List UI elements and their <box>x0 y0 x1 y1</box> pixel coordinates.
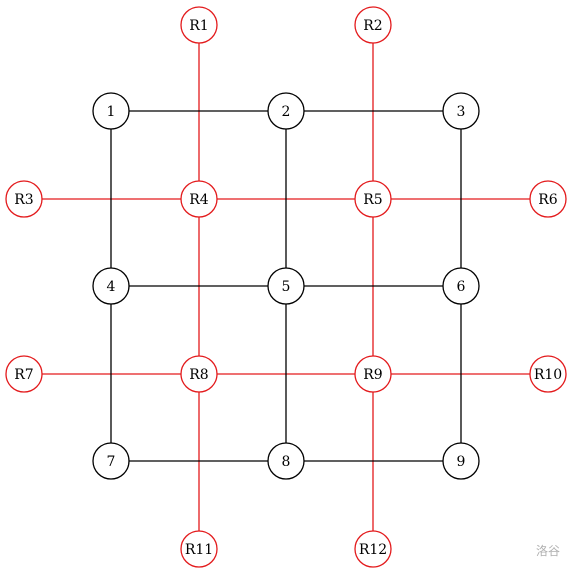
red-node-label: R8 <box>189 367 208 383</box>
black-node-circle <box>92 92 130 130</box>
black-node-circle <box>92 267 130 305</box>
red-node-circle <box>354 180 392 218</box>
black-node-circle <box>267 92 305 130</box>
black-node-1: 1 <box>92 92 130 130</box>
black-node-label: 8 <box>282 454 291 470</box>
red-node-R9: R9 <box>354 355 392 393</box>
red-node-circle <box>354 355 392 393</box>
black-node-circle <box>442 267 480 305</box>
black-node-3: 3 <box>442 92 480 130</box>
black-node-label: 7 <box>107 454 116 470</box>
red-node-label: R9 <box>363 367 382 383</box>
black-node-circle <box>267 442 305 480</box>
edges-layer <box>24 25 548 549</box>
black-node-circle <box>442 92 480 130</box>
red-node-R8: R8 <box>180 355 218 393</box>
red-node-circle <box>180 180 218 218</box>
red-node-label: R6 <box>538 192 558 208</box>
red-node-label: R10 <box>534 367 562 383</box>
black-node-2: 2 <box>267 92 305 130</box>
red-node-circle <box>180 530 218 568</box>
red-node-label: R1 <box>189 18 208 34</box>
black-node-7: 7 <box>92 442 130 480</box>
red-node-R6: R6 <box>529 180 567 218</box>
watermark-text: 洛谷 <box>535 544 560 558</box>
red-node-label: R2 <box>363 18 382 34</box>
black-node-label: 3 <box>457 104 466 120</box>
black-node-label: 9 <box>457 454 466 470</box>
red-node-R10: R10 <box>529 355 567 393</box>
red-node-circle <box>354 6 392 44</box>
red-node-label: R12 <box>359 542 387 558</box>
red-node-label: R7 <box>14 367 33 383</box>
black-node-circle <box>442 442 480 480</box>
red-node-label: R11 <box>185 542 213 558</box>
black-node-label: 2 <box>282 104 291 120</box>
red-node-R5: R5 <box>354 180 392 218</box>
red-node-R2: R2 <box>354 6 392 44</box>
red-node-R4: R4 <box>180 180 218 218</box>
red-node-R11: R11 <box>180 530 218 568</box>
black-node-circle <box>267 267 305 305</box>
black-node-5: 5 <box>267 267 305 305</box>
black-node-circle <box>92 442 130 480</box>
black-node-8: 8 <box>267 442 305 480</box>
red-node-circle <box>354 530 392 568</box>
red-node-circle <box>529 180 567 218</box>
red-node-circle <box>5 180 43 218</box>
red-node-label: R4 <box>189 192 209 208</box>
black-node-4: 4 <box>92 267 130 305</box>
black-node-label: 6 <box>457 279 466 295</box>
red-node-circle <box>529 355 567 393</box>
red-node-circle <box>180 6 218 44</box>
black-node-6: 6 <box>442 267 480 305</box>
red-node-circle <box>180 355 218 393</box>
black-node-label: 4 <box>107 279 116 295</box>
red-node-R1: R1 <box>180 6 218 44</box>
red-node-R12: R12 <box>354 530 392 568</box>
red-node-label: R5 <box>363 192 382 208</box>
red-node-label: R3 <box>14 192 33 208</box>
red-node-R3: R3 <box>5 180 43 218</box>
black-node-9: 9 <box>442 442 480 480</box>
red-node-circle <box>5 355 43 393</box>
black-node-label: 1 <box>107 104 116 120</box>
black-node-label: 5 <box>282 279 291 295</box>
red-node-R7: R7 <box>5 355 43 393</box>
